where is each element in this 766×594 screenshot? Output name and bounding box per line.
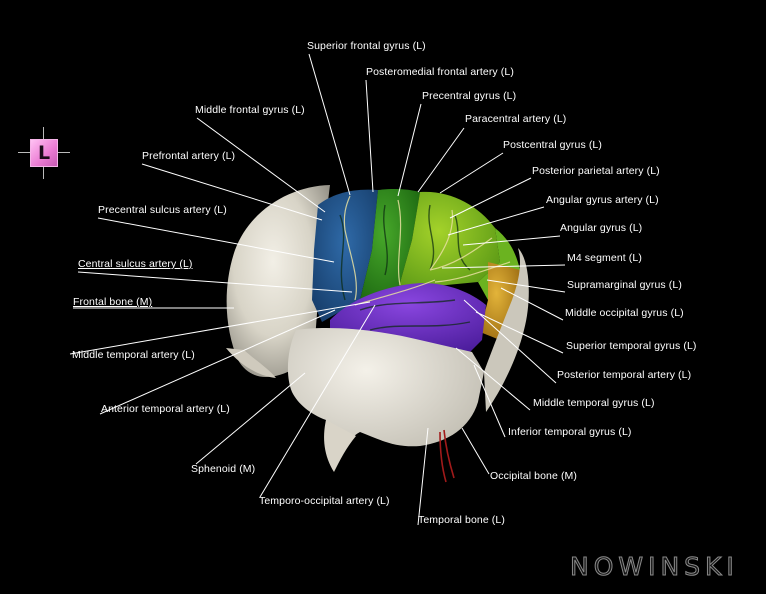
label-inferior-temporal-gyrus: Inferior temporal gyrus (L) — [508, 426, 632, 438]
label-superior-temporal-gyrus: Superior temporal gyrus (L) — [566, 340, 697, 352]
nowinski-watermark: NOWINSKI — [570, 552, 739, 584]
label-angular-gyrus: Angular gyrus (L) — [560, 222, 643, 234]
label-prefrontal-artery: Prefrontal artery (L) — [142, 150, 236, 162]
label-paracentral-artery: Paracentral artery (L) — [465, 113, 567, 125]
lower-skull-shape — [287, 328, 484, 470]
label-middle-temporal-gyrus: Middle temporal gyrus (L) — [533, 397, 655, 409]
label-occipital-bone: Occipital bone (M) — [490, 470, 577, 482]
artery-branches — [343, 195, 511, 306]
sphenoid-process — [324, 420, 356, 472]
label-angular-gyrus-artery: Angular gyrus artery (L) — [546, 194, 659, 206]
label-middle-frontal-gyrus: Middle frontal gyrus (L) — [195, 104, 305, 116]
leader-lines — [69, 53, 566, 526]
label-superior-frontal-gyrus: Superior frontal gyrus (L) — [307, 40, 426, 52]
label-precentral-gyrus: Precentral gyrus (L) — [422, 90, 517, 102]
precentral-gyrus-region — [360, 188, 420, 300]
orientation-indicator: L — [18, 127, 70, 179]
label-posterior-temporal-artery: Posterior temporal artery (L) — [557, 369, 692, 381]
label-middle-occipital-gyrus: Middle occipital gyrus (L) — [565, 307, 684, 319]
label-sphenoid: Sphenoid (M) — [191, 463, 256, 475]
label-temporal-bone: Temporal bone (L) — [418, 514, 505, 526]
frontal-lobe-region — [312, 189, 378, 322]
label-m4-segment: M4 segment (L) — [567, 252, 642, 264]
label-supramarginal-gyrus: Supramarginal gyrus (L) — [567, 279, 682, 291]
label-precentral-sulcus-artery: Precentral sulcus artery (L) — [98, 204, 227, 216]
label-frontal-bone: Frontal bone (M) — [73, 296, 153, 308]
descending-vessels — [439, 429, 455, 483]
parietal-lobe-region — [398, 191, 500, 290]
watermark-text: NOWINSKI — [570, 552, 739, 582]
label-posterior-parietal-artery: Posterior parietal artery (L) — [532, 165, 660, 177]
sulci-lines — [339, 204, 471, 331]
label-postcentral-gyrus: Postcentral gyrus (L) — [503, 139, 602, 151]
occipital-bone-shape — [484, 248, 529, 412]
label-anterior-temporal-artery: Anterior temporal artery (L) — [101, 403, 230, 415]
label-middle-temporal-artery: Middle temporal artery (L) — [72, 349, 195, 361]
orientation-cube-icon: L — [30, 139, 58, 167]
label-posteromedial-frontal-artery: Posteromedial frontal artery (L) — [366, 66, 514, 78]
label-central-sulcus-artery: Central sulcus artery (L) — [78, 258, 193, 270]
orientation-letter: L — [37, 142, 51, 164]
bone-fragment-lower-left — [226, 348, 276, 378]
label-temporo-occipital-artery: Temporo-occipital artery (L) — [259, 495, 390, 507]
